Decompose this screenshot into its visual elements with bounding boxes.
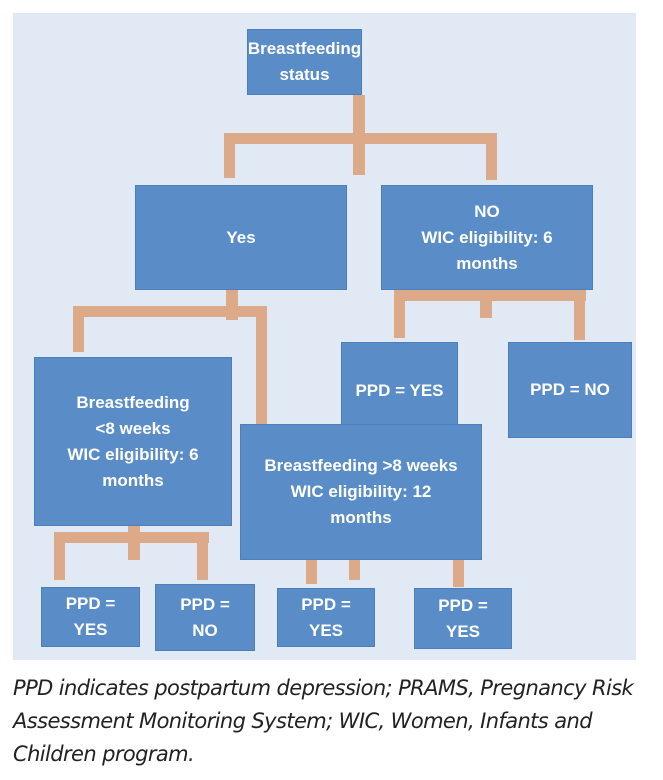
node-text: Breastfeeding (76, 392, 190, 412)
node-no-ppd-no: PPD = NO (508, 342, 632, 438)
connector (394, 290, 405, 338)
connector (73, 306, 267, 317)
node-text: status (279, 65, 330, 84)
node-no: NO WIC eligibility: 6 months (381, 185, 593, 290)
node-gt8-ppd-yes-1: PPD = YES (277, 588, 375, 647)
node-text: WIC eligibility: 12 (290, 482, 432, 501)
connector (224, 133, 497, 144)
node-lt8-ppd-yes: PPD = YES (41, 587, 140, 647)
connector (54, 532, 209, 543)
node-text: YES (73, 620, 108, 639)
node-text: PPD = NO (530, 380, 610, 399)
connector (574, 290, 585, 340)
connector (306, 537, 317, 584)
node-text: months (456, 253, 518, 273)
node-text: YES (445, 621, 481, 641)
connector (197, 532, 208, 580)
node-breastfeeding-lt8-weeks: Breastfeeding <8 weeks WIC eligibility: … (34, 357, 232, 526)
node-text: <8 weeks (95, 418, 171, 438)
diagram-panel (13, 13, 636, 660)
connector (224, 133, 235, 178)
node-text: YES (308, 620, 344, 640)
node-text: Yes (226, 227, 256, 247)
connector (453, 537, 464, 587)
connector (394, 290, 586, 301)
node-gt8-ppd-yes-2: PPD = YES (414, 588, 512, 649)
node-text: NO (192, 620, 218, 640)
node-no-ppd-yes: PPD = YES (341, 342, 458, 440)
node-breastfeeding-status: Breastfeeding status (247, 29, 362, 95)
node-text: PPD = (438, 595, 488, 615)
connector (54, 532, 65, 580)
node-yes: Yes (135, 185, 347, 290)
node-text: PPD = (65, 594, 116, 613)
figure-caption: PPD indicates postpartum depression; PRA… (13, 676, 634, 766)
node-text: Breastfeeding >8 weeks (264, 456, 458, 475)
node-lt8-ppd-no: PPD = NO (155, 584, 255, 651)
connector (73, 306, 84, 352)
node-text: months (102, 470, 164, 490)
node-text: NO (474, 201, 500, 221)
node-text: WIC eligibility: 6 (67, 444, 199, 464)
node-text: PPD = (301, 594, 351, 614)
node-text: Breastfeeding (247, 39, 362, 58)
node-text: PPD = YES (355, 381, 444, 400)
connector (349, 560, 360, 580)
node-text: months (330, 508, 392, 527)
node-breastfeeding-gt8-weeks: Breastfeeding >8 weeks WIC eligibility: … (240, 424, 482, 560)
node-text: PPD = (180, 594, 230, 614)
connector (486, 133, 497, 180)
node-text: WIC eligibility: 6 (421, 227, 553, 247)
connector (256, 306, 267, 426)
